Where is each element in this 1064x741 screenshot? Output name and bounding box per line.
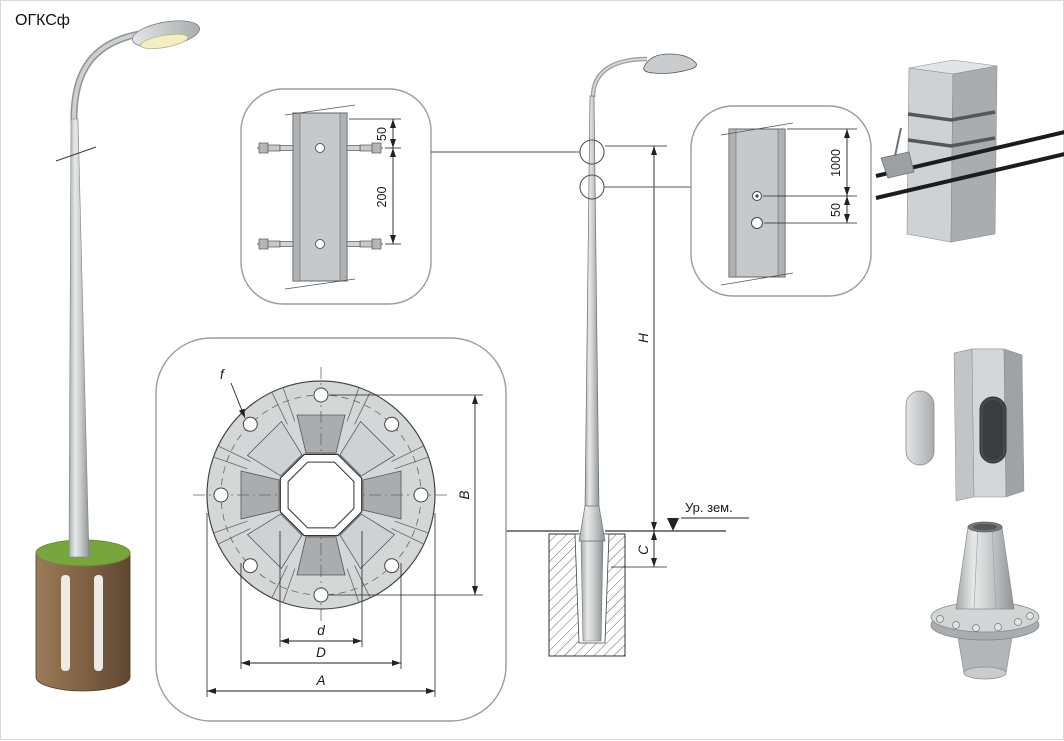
cable-2	[875, 152, 1064, 200]
dim-1000-label: 1000	[829, 149, 843, 177]
detail-marker-upper	[579, 139, 605, 165]
pole-section	[292, 112, 348, 282]
embedded-shaft	[580, 540, 604, 642]
elevation-arm	[590, 56, 648, 98]
ground-level-arrow	[667, 518, 679, 531]
flange-plan-callout: f B d D A	[155, 337, 507, 722]
dim-f-label: f	[220, 367, 225, 382]
band-lower	[907, 136, 996, 148]
base-tube	[955, 526, 1015, 610]
access-door-render	[905, 348, 1025, 502]
break-line-top	[720, 122, 794, 136]
pole-break-mark	[55, 146, 97, 162]
break-line-bottom	[284, 278, 356, 290]
dim-D-label: D	[316, 645, 326, 660]
door-opening-shadow	[983, 400, 1003, 460]
bolt-center	[755, 194, 759, 198]
dim-d-label: d	[317, 623, 325, 638]
foundation-slot-left	[61, 575, 70, 671]
cable-clamp-render	[875, 59, 1064, 243]
dim-B-label: B	[457, 490, 472, 499]
break-line-top	[284, 104, 356, 116]
base-flare	[578, 505, 606, 542]
lamp-arm	[71, 32, 140, 123]
flange-bolt-holes	[213, 387, 429, 603]
flange-bolts	[936, 612, 1034, 632]
pole-shaft	[68, 118, 90, 558]
pole-elevation: H C Ур. зем.	[506, 53, 749, 657]
dim-50-label: 50	[829, 203, 843, 217]
elevation-luminaire	[643, 53, 697, 74]
dim-A-label: A	[315, 673, 325, 688]
lamp-glow	[140, 33, 189, 50]
band-clamp-upper	[257, 142, 383, 154]
foundation-slot-right	[94, 575, 103, 671]
door-cover	[905, 390, 935, 466]
f-leader	[230, 382, 246, 419]
flange-base-render	[930, 521, 1040, 680]
flange-gussets	[240, 414, 402, 576]
elevation-shaft	[584, 95, 600, 510]
foundation-cylinder	[35, 552, 131, 692]
luminaire-head	[132, 20, 200, 50]
clamp-detail-callout: 50 200	[240, 88, 432, 305]
pole-3d-render	[35, 20, 200, 692]
octagon-inner	[287, 461, 355, 529]
dim-H-label: H	[636, 333, 651, 343]
wedge-clamp	[880, 151, 915, 179]
clamp-hole	[315, 239, 325, 249]
dim-50-label: 50	[375, 127, 389, 141]
break-line-bottom	[720, 272, 794, 286]
dim-C-label: C	[636, 545, 651, 555]
clamp-link	[894, 127, 902, 157]
ground-level-label: Ур. зем.	[685, 500, 733, 515]
earth-hole	[751, 217, 763, 229]
dim-200-label: 200	[375, 187, 389, 208]
band-clamp-lower	[257, 238, 383, 250]
band-upper	[907, 110, 996, 122]
pole-section	[728, 128, 786, 278]
hole-detail-callout: 1000 50	[604, 105, 872, 297]
clamp-hole	[315, 143, 325, 153]
drawing-title: ОГКСф	[15, 12, 70, 29]
